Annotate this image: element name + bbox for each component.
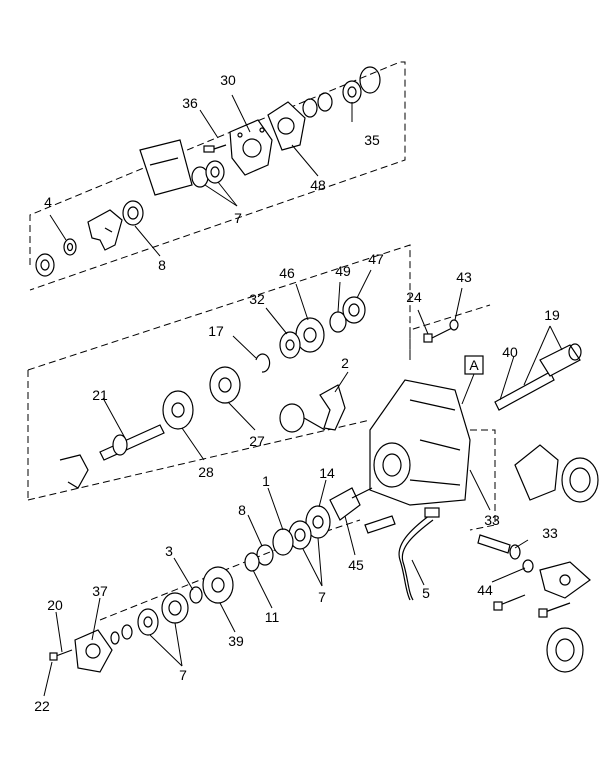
callout-5: 5 [422,585,430,601]
callout-21: 21 [92,387,108,403]
leader-lines [43,94,563,697]
part-24-bolt [423,327,453,343]
part-21-shaft [99,424,165,461]
part-7-bearing-middle [288,520,312,550]
callout-32: 33 [484,512,500,528]
right-flange [539,561,591,599]
right-bracket [514,444,559,501]
part-37-cover [74,629,113,673]
gasket-plate [139,139,193,196]
part-48-gasket [267,101,306,151]
part-46-drive-gear [329,487,373,521]
part-39-gear [202,566,234,604]
callout-28: 28 [198,464,214,480]
callout-3: 3 [165,543,173,559]
upper-bracket [87,209,123,251]
callout-40: 46 [279,265,295,281]
right-filter [561,457,599,503]
callout-30: 30 [220,72,236,88]
callout-labels: 30 36 35 48 4 7 8 46 49 47 32 24 43 19 1… [34,72,560,714]
middle-assembly-boundary [27,244,411,501]
callout-8: 8 [238,502,246,518]
callout-33: 33 [542,525,558,541]
callout-31: 32 [249,291,265,307]
callout-1: 1 [262,473,270,489]
part-7-bearing-lower [137,592,189,636]
callout-37: 37 [92,583,108,599]
lower-right-filter [546,627,584,673]
part-3-snap-ring [189,586,203,604]
callout-17: 17 [208,323,224,339]
part-33-switch [477,534,521,560]
callout-36: 36 [182,95,198,111]
upper-assembly-boundary [29,61,406,291]
callout-47: 47 [368,251,384,267]
detail-a-label: A [469,357,479,373]
part-28-gear [162,390,194,430]
callout-39: 39 [228,633,244,649]
lower-washers [110,624,133,645]
callout-7-upper: 7 [234,210,242,226]
part-7-bearing-upper [191,160,225,188]
callout-27: 27 [249,433,265,449]
middle-retainer-clip [59,454,89,489]
part-5-cable [398,507,440,601]
upper-seal-rings [302,66,381,118]
part-30-pump-body [229,119,273,176]
part-36-bolt [203,144,227,153]
callout-10: 8 [158,257,166,273]
callout-7-lower: 7 [179,667,187,683]
callout-22: 22 [34,698,50,714]
part-20-bolt [49,649,73,661]
part-17-snap-ring [255,353,271,373]
part-35-bearing [342,80,362,104]
part-32-housing [369,379,471,506]
part-47-seal [342,296,366,324]
callout-19: 19 [544,307,560,323]
detail-a-marker: A [461,355,484,405]
lower-right-bolts [493,594,571,618]
part-43-washer [449,319,459,331]
callout-4: 4 [44,194,52,210]
callout-20: 20 [47,597,63,613]
part-45-washer [522,559,534,573]
lower-stud [364,515,396,534]
part-4-nut [35,253,55,277]
callout-49: 49 [335,263,351,279]
callout-48: 48 [310,177,326,193]
callout-7-middle: 7 [318,589,326,605]
callout-14: 14 [319,465,335,481]
part-31-bearing [279,331,301,359]
callout-11: 11 [265,609,280,625]
callout-45: 44 [477,582,493,598]
sleeve-assembly [279,403,326,433]
callout-43: 43 [456,269,472,285]
callout-46: 45 [348,557,364,573]
callout-24: 24 [406,289,422,305]
part-10-seal [122,200,144,226]
part-4-washer [63,238,77,256]
callout-44: 40 [502,344,518,360]
part-2-shift-fork [319,384,346,431]
part-1-race [272,528,294,556]
callout-2: 2 [341,355,349,371]
part-19-sender-body [539,343,582,377]
part-27-gear [209,366,241,404]
part-44-sender-shaft [494,371,555,411]
callout-35: 35 [364,132,380,148]
part-11-spacer [244,552,260,572]
